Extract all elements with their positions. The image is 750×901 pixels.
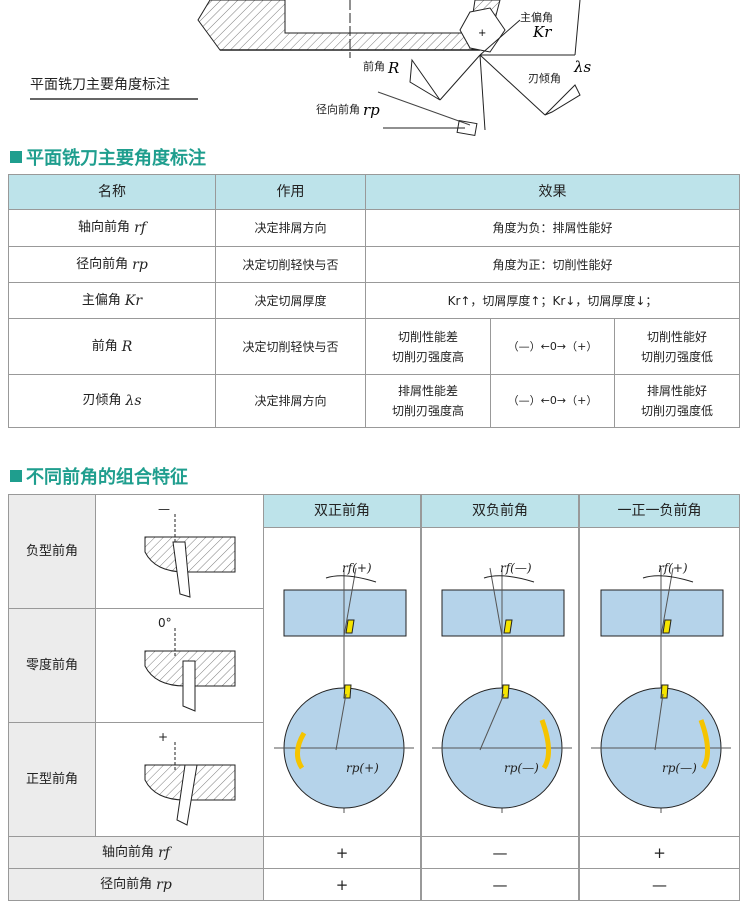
rf-label: rf(+) <box>658 561 688 575</box>
cutter-diagram <box>274 567 414 813</box>
angle-symbol: rp <box>156 876 172 893</box>
effect-line: 排屑性能好 <box>646 384 707 398</box>
ls-symbol: λs <box>573 58 592 76</box>
angle-symbol: rp <box>132 256 148 273</box>
effect-line: 切削刃强度低 <box>640 349 713 364</box>
effect-line: 切削性能好 <box>646 329 707 344</box>
rake-mark: + <box>158 730 169 744</box>
ls-label: 刃倾角 <box>528 72 561 85</box>
sign-value: + <box>263 868 421 901</box>
rake-mark: — <box>158 502 170 516</box>
section-title-text: 平面铣刀主要角度标注 <box>26 148 206 169</box>
positive-effect: 切削性能好切削刃强度低 <box>614 318 740 375</box>
rake-mark: 0° <box>158 616 172 630</box>
sign-value: — <box>421 868 579 901</box>
negative-effect: 切削性能差切削刃强度高 <box>365 318 491 375</box>
insert-section-drawing <box>144 741 235 826</box>
header-role: 作用 <box>215 174 366 210</box>
kr-label: 主偏角 <box>520 11 553 24</box>
r-label: 前角 <box>363 60 385 73</box>
angle-role: 决定排屑方向 <box>215 209 366 247</box>
rp-label: rp(—) <box>662 761 697 775</box>
angle-name: 径向前角 <box>76 256 129 272</box>
angle-name: 前角 <box>91 338 118 354</box>
rp-symbol: rp <box>363 101 380 119</box>
sign-value: + <box>263 836 421 869</box>
effect-line: 切削刃强度高 <box>391 349 464 364</box>
angle-name: 主偏角 <box>81 292 121 308</box>
angle-name: 轴向前角 <box>78 220 131 235</box>
angle-name: 轴向前角 <box>102 844 155 860</box>
combo-header: 双负前角 <box>421 494 579 528</box>
angle-role: 决定切屑厚度 <box>215 282 366 319</box>
angle-symbol: λs <box>125 393 142 409</box>
insert-section-drawing <box>144 513 235 598</box>
angle-symbol: R <box>121 338 133 355</box>
combo-header: 双正前角 <box>263 494 421 528</box>
rf-label: rf(+) <box>342 561 372 575</box>
rake-type-diagram: + <box>95 722 264 837</box>
angle-effect: 角度为负：排屑性能好 <box>365 209 740 247</box>
sign-value: — <box>579 868 740 901</box>
angle-name: 径向前角 <box>100 876 153 892</box>
svg-text:+: + <box>478 28 486 39</box>
insert-section-drawing <box>144 627 235 712</box>
angle-symbol: rf <box>134 220 146 236</box>
angle-effect: Kr↑，切屑厚度↑；Kr↓，切屑厚度↓； <box>365 282 740 319</box>
angle-role: 决定排屑方向 <box>215 374 366 428</box>
angle-scale: （—）←0→（+） <box>490 374 615 428</box>
combo-diagram-cell: rf(+) rp(+) <box>263 527 421 837</box>
angle-effect: 角度为正：切削性能好 <box>365 246 740 283</box>
angle-role: 决定切削轻快与否 <box>215 318 366 375</box>
header-name: 名称 <box>8 174 216 210</box>
header-effect: 效果 <box>365 174 740 210</box>
top-diagram: + Kr R λs rp 主偏角 前角 刃倾角 径向前角 平面铣刀主要角度标注 <box>0 0 750 140</box>
negative-effect: 排屑性能差切削刃强度高 <box>365 374 491 428</box>
sign-value: + <box>579 836 740 869</box>
effect-line: 切削性能差 <box>397 329 458 344</box>
rake-type-diagram: 0° <box>95 608 264 723</box>
combo-diagram-cell: rf(—) rp(—) <box>421 527 579 837</box>
cutter-diagram <box>590 567 731 813</box>
effect-line: 切削刃强度低 <box>640 404 713 418</box>
positive-effect: 排屑性能好切削刃强度低 <box>614 374 740 428</box>
rake-type-label: 负型前角 <box>8 494 96 609</box>
effect-line: 排屑性能差 <box>397 384 458 398</box>
combo-diagram-cell: rf(+) rp(—) <box>579 527 740 837</box>
section-title-text: 不同前角的组合特征 <box>26 467 188 488</box>
rp-label: rp(+) <box>346 761 379 775</box>
rake-type-label: 正型前角 <box>8 722 96 837</box>
effect-line: 切削刃强度高 <box>391 404 464 418</box>
bullet-square-icon <box>10 470 22 482</box>
angle-symbol: Kr <box>124 292 143 309</box>
section-title-1: 平面铣刀主要角度标注 <box>10 144 206 170</box>
angle-name: 刃倾角 <box>82 393 122 408</box>
milling-cutter-drawing: + Kr R λs rp <box>197 0 592 137</box>
rake-type-diagram: — <box>95 494 264 609</box>
angle-symbol: rf <box>158 844 170 861</box>
angle-scale: （—）←0→（+） <box>490 318 615 375</box>
bullet-square-icon <box>10 151 22 163</box>
rf-label: rf(—) <box>500 561 532 575</box>
angle-role: 决定切削轻快与否 <box>215 246 366 283</box>
combo-header: 一正一负前角 <box>579 494 740 528</box>
section-title-2: 不同前角的组合特征 <box>10 463 188 489</box>
rp-label: 径向前角 <box>316 103 360 116</box>
kr-symbol: Kr <box>532 23 552 41</box>
rake-type-label: 零度前角 <box>8 608 96 723</box>
rp-label: rp(—) <box>504 761 539 775</box>
sign-value: — <box>421 836 579 869</box>
diagram-caption: 平面铣刀主要角度标注 <box>30 74 198 100</box>
cutter-diagram <box>432 567 572 813</box>
r-symbol: R <box>387 59 399 77</box>
